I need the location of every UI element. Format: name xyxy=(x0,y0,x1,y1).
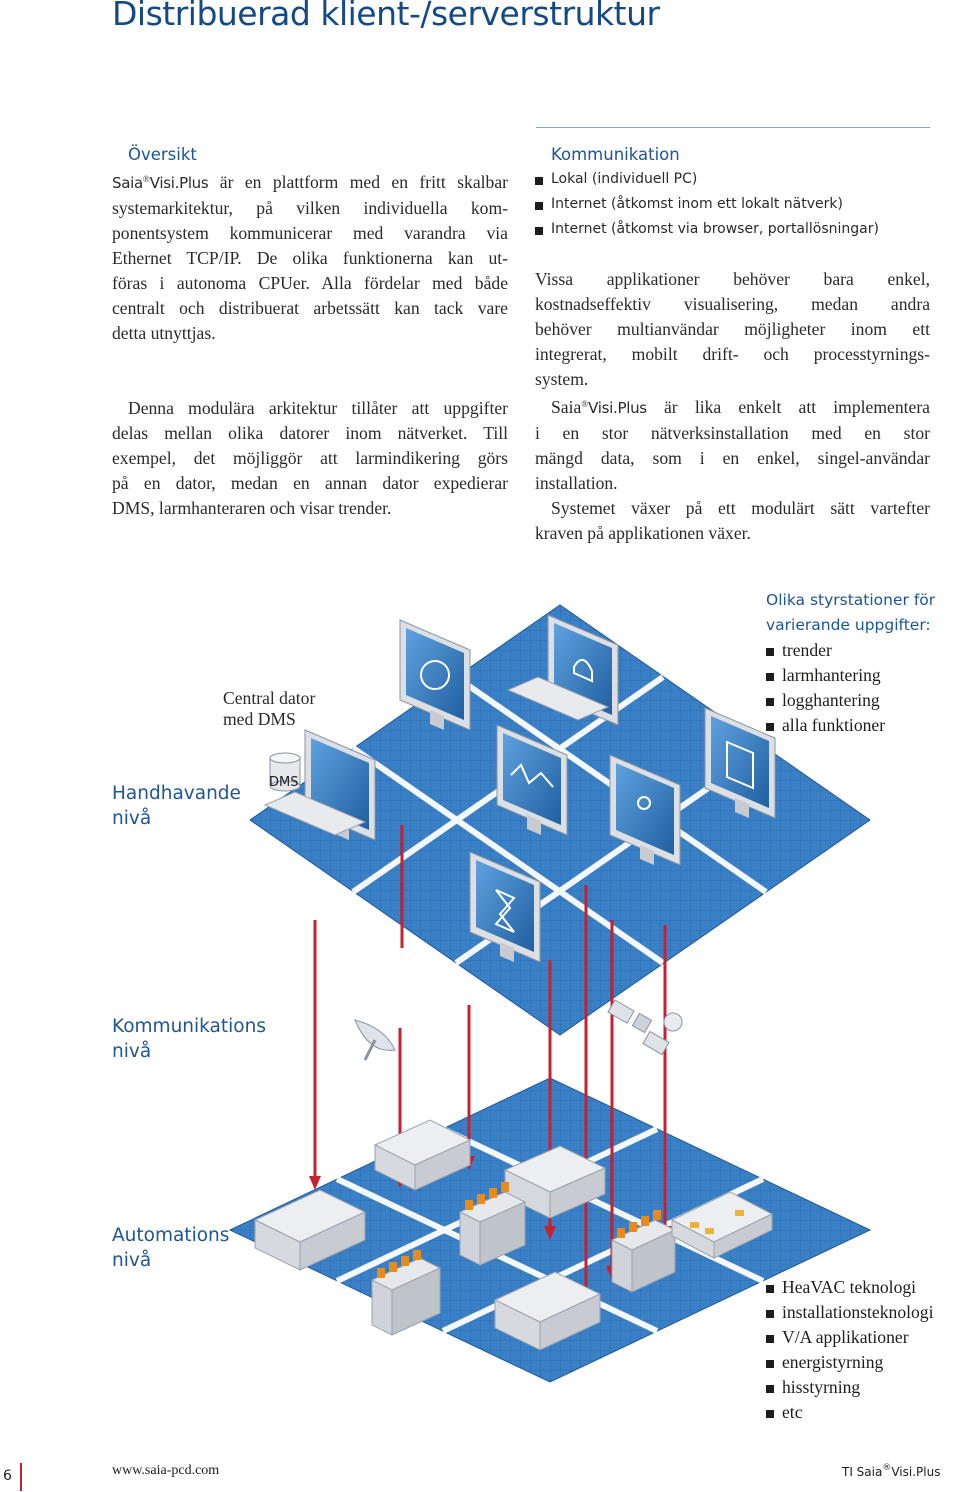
list-item: Internet (åtkomst inom ett lokalt nätver… xyxy=(535,192,930,217)
monitor-central-dms xyxy=(263,729,376,841)
brand-visiplus: Visi.Plus xyxy=(149,174,209,192)
overview-line: föras i autonoma CPUer. Alla fördelar me… xyxy=(112,273,508,293)
modular-line: delas mellan olika datorer inom nätverke… xyxy=(112,423,508,443)
dms-database xyxy=(269,752,301,792)
list-item: etc xyxy=(766,1400,960,1425)
automation-level-label: Automations nivå xyxy=(112,1223,229,1273)
modular-line: DMS, larmhanteraren och visar trender. xyxy=(112,498,392,518)
communication-line: behöver multianvändar möjligheter inom e… xyxy=(535,319,930,339)
stations-legend: Olika styrstationer för varierande uppgi… xyxy=(766,588,960,738)
page-title: Distribuerad klient-/serverstruktur xyxy=(112,0,660,33)
list-item: energistyrning xyxy=(766,1350,960,1375)
stations-heading: varierande uppgifter: xyxy=(766,616,931,634)
modular-line: på en dator, medan en annan dator expedi… xyxy=(112,473,508,493)
footer-url: www.saia-pcd.com xyxy=(112,1463,220,1478)
modular-line: Denna modulära arkitektur tillåter att u… xyxy=(128,398,508,418)
communication-line: Saia®Visi.Plus är lika enkelt att implem… xyxy=(535,392,930,421)
list-item: hisstyrning xyxy=(766,1375,960,1400)
monitor-alarm xyxy=(506,614,619,726)
registered-mark: ® xyxy=(142,174,150,184)
overview-line: detta utnyttjas. xyxy=(112,323,216,343)
brand-visiplus: Visi.Plus xyxy=(588,399,647,417)
header-rule xyxy=(536,127,930,128)
communication-text: är lika enkelt att implementera xyxy=(646,397,930,417)
architecture-diagram: DMS xyxy=(228,604,872,1383)
level-label-line: nivå xyxy=(112,808,152,829)
monitor-trend xyxy=(496,724,568,836)
communication-line: mängd data, som i en enkel, singel-använ… xyxy=(535,448,930,468)
communication-line: kraven på applikationen växer. xyxy=(535,523,751,543)
modular-line: exempel, det möjliggör att larmindikerin… xyxy=(112,448,508,468)
communication-line: Systemet växer på ett modulärt sätt vart… xyxy=(551,498,930,518)
operator-level-label: Handhavande nivå xyxy=(112,781,241,831)
communication-heading: Kommunikation xyxy=(551,145,680,164)
brand-saia: Saia xyxy=(112,174,143,192)
satellite-icon xyxy=(607,999,683,1056)
footer-ti: TI Saia xyxy=(842,1465,883,1479)
network-links-dotted xyxy=(313,890,588,1292)
central-computer-label: Central dator med DMS xyxy=(223,688,315,730)
communication-list: Lokal (individuell PC) Internet (åtkomst… xyxy=(535,167,930,242)
level-label-line: Kommunikations xyxy=(112,1016,266,1037)
automation-legend: HeaVAC teknologi installationsteknologi … xyxy=(766,1275,960,1425)
overview-line: systemarkitektur, på vilken individuella… xyxy=(112,198,508,218)
communication-line: installation. xyxy=(535,473,618,493)
list-item: alla funktioner xyxy=(766,713,960,738)
controller-device xyxy=(373,1119,472,1191)
footer-divider xyxy=(20,1463,22,1491)
communication-line: integrerat, mobilt drift- och processtyr… xyxy=(535,344,930,364)
overview-line: Saia®Visi.Plus är en plattform med en fr… xyxy=(112,167,508,196)
controller-device xyxy=(493,1271,602,1351)
registered-mark: ® xyxy=(882,1463,892,1473)
monitor-globe xyxy=(399,619,471,731)
satellite-dish-icon xyxy=(354,1019,396,1061)
automation-list: HeaVAC teknologi installationsteknologi … xyxy=(766,1275,960,1425)
brand-saia: Saia xyxy=(551,397,582,417)
registered-mark: ® xyxy=(581,399,589,409)
list-item: larmhantering xyxy=(766,663,960,688)
footer-product: TI Saia®Visi.Plus xyxy=(842,1463,940,1479)
communication-line: kostnadseffektiv visualisering, medan an… xyxy=(535,294,930,314)
communication-column: Kommunikation Lokal (individuell PC) Int… xyxy=(535,142,930,546)
overview-text: är en plattform med en fritt skalbar xyxy=(208,172,508,192)
io-module-rack xyxy=(458,1182,527,1266)
list-item: HeaVAC teknologi xyxy=(766,1275,960,1300)
page-number: 6 xyxy=(3,1468,12,1484)
central-computer-label-line: med DMS xyxy=(223,709,296,729)
overview-line: centralt och distribuerat arbetssätt kan… xyxy=(112,298,508,318)
list-item: trender xyxy=(766,638,960,663)
overview-line: Ethernet TCP/IP. De olika funktionerna k… xyxy=(112,248,508,268)
monitor-operator xyxy=(609,754,681,866)
stations-list: trender larmhantering logghantering alla… xyxy=(766,638,960,738)
central-computer-label-line: Central dator xyxy=(223,688,316,708)
monitor-hourglass xyxy=(469,851,541,963)
footer-brand: Visi.Plus xyxy=(891,1465,941,1479)
overview-line: ponentsystem kommunicerar med varandra v… xyxy=(112,223,508,243)
io-module-rack xyxy=(370,1250,442,1336)
overview-column: Översikt Saia®Visi.Plus är en plattform … xyxy=(112,142,508,521)
level-label-line: nivå xyxy=(112,1250,152,1271)
communication-line: Vissa applikationer behöver bara enkel, xyxy=(535,269,930,289)
communication-line: system. xyxy=(535,369,589,389)
level-label-line: Handhavande xyxy=(112,783,241,804)
dms-label: DMS xyxy=(269,775,298,790)
communication-line: i en stor nätverksinstallation med en st… xyxy=(535,423,930,443)
room-controller xyxy=(670,1191,774,1259)
monitor-log xyxy=(704,707,776,819)
list-item: Lokal (individuell PC) xyxy=(535,167,930,192)
list-item: logghantering xyxy=(766,688,960,713)
overview-heading: Översikt xyxy=(128,145,197,164)
level-label-line: Automations xyxy=(112,1225,230,1246)
list-item: V/A applikationer xyxy=(766,1325,960,1350)
stations-heading: Olika styrstationer för xyxy=(766,591,936,609)
list-item: Internet (åtkomst via browser, portallös… xyxy=(535,217,930,242)
controller-device xyxy=(253,1189,367,1271)
communication-level-label: Kommunikations nivå xyxy=(112,1014,266,1064)
list-item: installationsteknologi xyxy=(766,1300,960,1325)
level-label-line: nivå xyxy=(112,1041,152,1062)
